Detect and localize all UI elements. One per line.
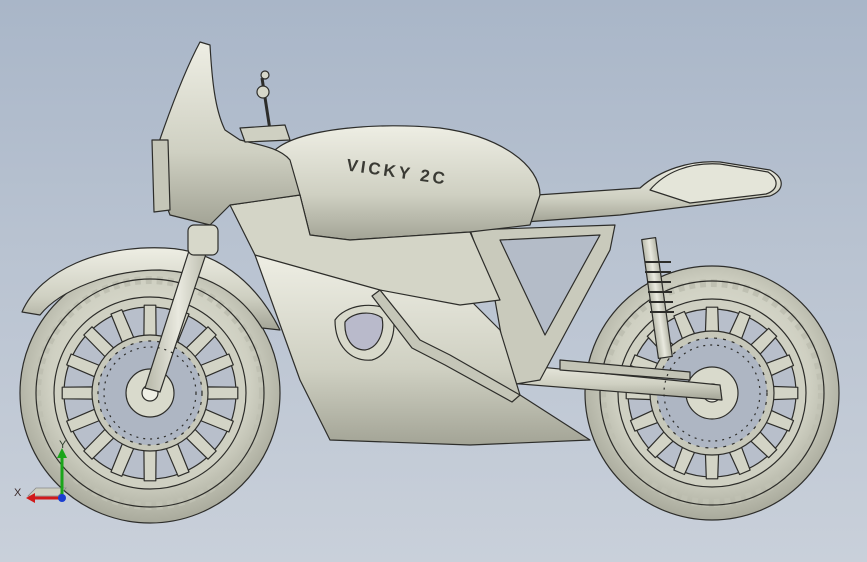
axis-triad: X Y bbox=[14, 440, 67, 503]
front-fender bbox=[21, 247, 281, 331]
x-axis-label: X bbox=[14, 487, 22, 499]
motorcycle-model[interactable]: VICKY 2C bbox=[19, 41, 840, 524]
wheel-spoke bbox=[704, 306, 720, 334]
z-axis-arrow bbox=[58, 494, 66, 502]
handlebar-mirror bbox=[239, 70, 291, 143]
wheel-spoke bbox=[143, 304, 157, 338]
wheel-spoke bbox=[704, 452, 720, 480]
wheel-spoke bbox=[205, 386, 239, 400]
side-panel bbox=[229, 194, 501, 306]
chain-guard bbox=[559, 359, 691, 381]
wheel-spoke bbox=[143, 448, 157, 482]
front-fork bbox=[144, 224, 219, 393]
triad-base-disc bbox=[27, 487, 67, 497]
rear-shock bbox=[641, 237, 674, 359]
headlight bbox=[151, 139, 171, 213]
front-wheel[interactable] bbox=[19, 262, 281, 524]
wheel-spoke bbox=[61, 386, 95, 400]
y-axis-label: Y bbox=[59, 440, 67, 451]
wheel-spoke bbox=[771, 385, 799, 401]
seat bbox=[649, 163, 777, 204]
lower-frame bbox=[371, 289, 521, 403]
fuel-tank bbox=[274, 125, 541, 241]
